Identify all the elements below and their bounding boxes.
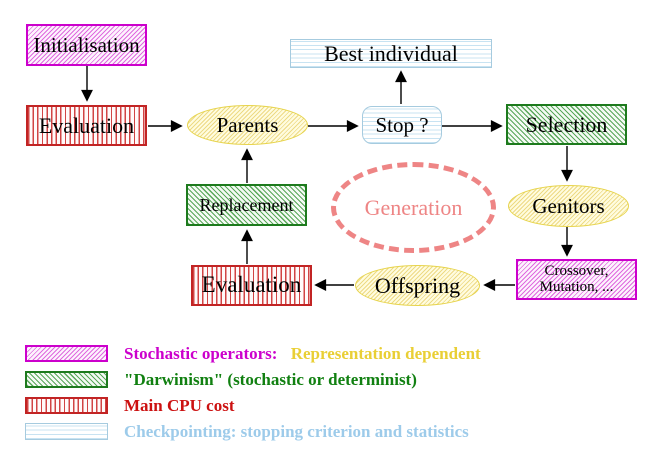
node-selection: Selection [506, 104, 627, 145]
legend-label-stochastic-operators: Stochastic operators: [124, 344, 278, 363]
legend-swatch-darwinism [25, 371, 108, 388]
node-evaluation-top: Evaluation [26, 105, 147, 146]
legend-swatch-stochastic-operators [25, 345, 108, 362]
node-crossover-label-line1: Crossover, [544, 262, 609, 279]
node-offspring-label: Offspring [374, 272, 461, 298]
node-parents-label: Parents [216, 112, 279, 137]
node-crossover-mutation: Crossover, Mutation, ... [516, 259, 637, 300]
node-genitors-label: Genitors [532, 193, 605, 218]
node-stop-label: Stop ? [375, 112, 429, 137]
node-selection-label: Selection [525, 111, 608, 137]
node-best-individual: Best individual [290, 39, 492, 68]
node-parents: Parents [187, 105, 308, 145]
legend-swatch-main-cpu-cost [25, 397, 108, 414]
legend-label-darwinism: "Darwinism" (stochastic or determinist) [124, 370, 417, 389]
node-replacement: Replacement [186, 184, 307, 226]
node-evaluation-bottom-label: Evaluation [201, 272, 302, 298]
node-evaluation-top-label: Evaluation [38, 112, 135, 138]
legend-label-checkpointing: Checkpointing: stopping criterion and st… [124, 422, 469, 441]
node-best-individual-label: Best individual [324, 40, 458, 66]
node-initialisation: Initialisation [26, 24, 147, 66]
node-generation-loop: Generation [331, 162, 496, 253]
node-crossover-label-line2: Mutation, ... [539, 278, 614, 295]
node-generation-label: Generation [364, 194, 463, 220]
node-evaluation-bottom: Evaluation [191, 265, 312, 306]
node-stop: Stop ? [362, 106, 442, 144]
legend-swatch-checkpointing [25, 423, 108, 440]
legend-label-main-cpu-cost: Main CPU cost [124, 396, 235, 415]
legend-row-stochastic-operators: Stochastic operators: Representation dep… [124, 345, 481, 362]
legend-label-representation-dependent: Representation dependent [290, 344, 481, 363]
node-genitors: Genitors [508, 185, 629, 227]
node-replacement-label: Replacement [199, 194, 294, 215]
node-offspring: Offspring [355, 265, 480, 306]
node-initialisation-label: Initialisation [33, 32, 140, 57]
